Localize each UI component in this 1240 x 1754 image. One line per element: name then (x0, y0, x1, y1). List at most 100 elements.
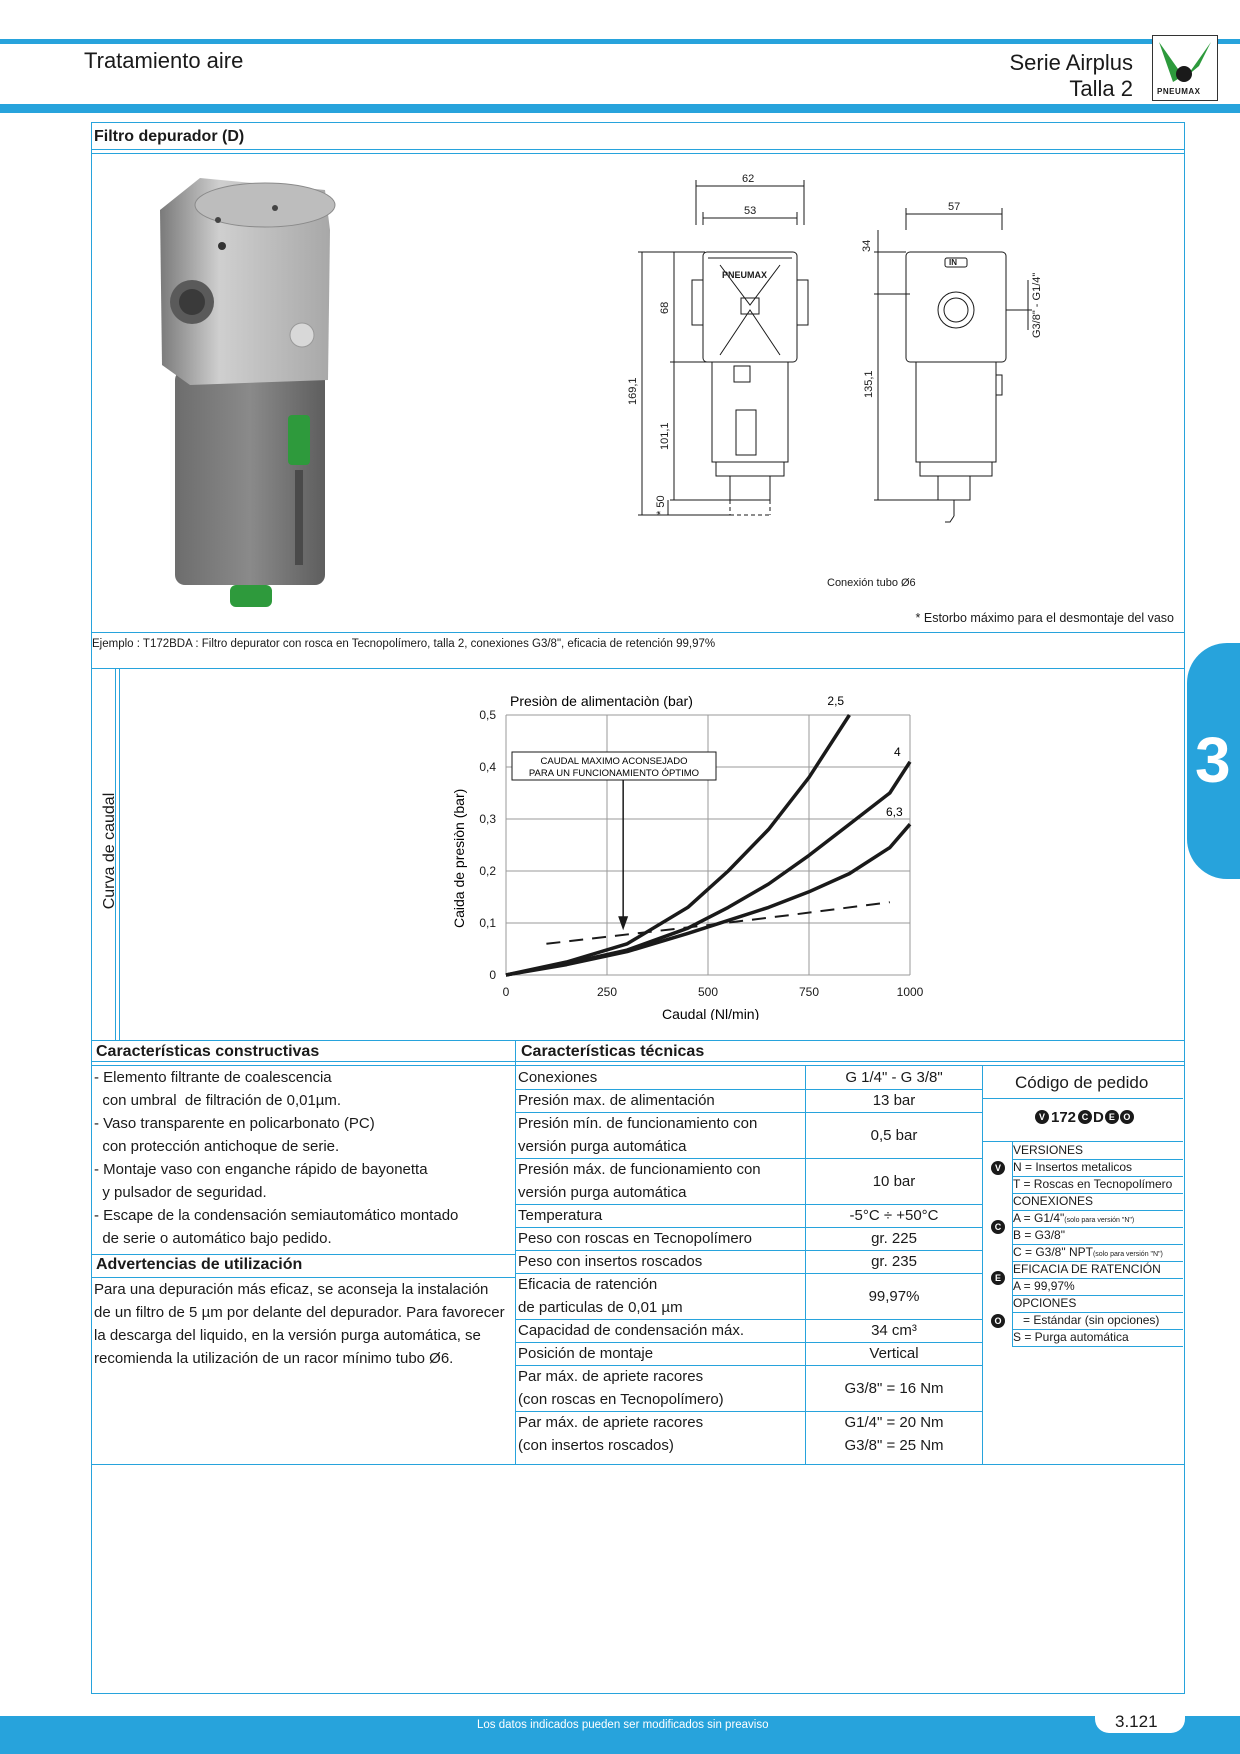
tech-row-line (516, 1089, 982, 1090)
dim-169: 169,1 (627, 377, 639, 405)
x-tick-label: 250 (597, 985, 617, 999)
curve-side-label: Curva de caudal (101, 792, 118, 910)
series-line (546, 901, 890, 945)
order-group-symbol: O (991, 1313, 1005, 1328)
header-left-title: Tratamiento aire (84, 48, 244, 73)
footer-bar (0, 1716, 1240, 1754)
series-label: 6,3 (886, 805, 903, 819)
order-item-line (1012, 1295, 1183, 1296)
order-item-line (1012, 1244, 1183, 1245)
constructive-line: de serie o automático bajo pedido. (94, 1230, 332, 1247)
series-line (505, 823, 912, 977)
dim-50: * 50 (655, 495, 667, 515)
dim-57: 57 (948, 201, 960, 213)
tech-row-label: Eficacia de ratención (518, 1276, 658, 1293)
tech-row-line (516, 1158, 982, 1159)
order-group-line (1012, 1278, 1183, 1279)
header-bottom-bar (0, 104, 1240, 113)
tech-row-label: versión purga automática (518, 1138, 687, 1155)
content-frame (91, 122, 1185, 1694)
y-tick-label: 0 (489, 968, 496, 982)
tech-row-value: G3/8" = 16 Nm (844, 1379, 944, 1397)
page-number-tab: 3.121 (1095, 1712, 1185, 1733)
in-label: IN (949, 258, 957, 267)
tech-row-label: Presión máx. de funcionamiento con (518, 1161, 761, 1178)
title-divider-a (91, 149, 1185, 150)
order-item-line (1012, 1193, 1183, 1194)
tech-row-line (516, 1250, 982, 1251)
order-group-symbol: E (991, 1271, 1005, 1285)
tech-row-line (516, 1112, 982, 1113)
tech-row-line (516, 1319, 982, 1320)
constructive-title: Características constructivas (96, 1043, 320, 1060)
example-text: Ejemplo : T172BDA : Filtro depurator con… (92, 638, 716, 650)
chart-title: Presiòn de alimentaciòn (bar) (510, 693, 693, 709)
order-item-text: = Estándar (sin opciones) (1013, 1313, 1160, 1327)
order-group-item: N = Insertos metalicos (1013, 1160, 1132, 1174)
order-item-note: (solo para versión "N") (1064, 1217, 1135, 1224)
tech-row-label: Temperatura (518, 1207, 603, 1224)
tech-row-value: -5°C ÷ +50°C (849, 1207, 939, 1224)
tech-row-value: G3/8" = 25 Nm (844, 1437, 944, 1454)
order-item-text: S = Purga automática (1013, 1330, 1129, 1344)
chart-grid (505, 714, 911, 976)
tech-row-label: Presión mín. de funcionamiento con (518, 1115, 758, 1132)
series-label: 4 (894, 745, 901, 759)
order-group-vline (1012, 1142, 1013, 1193)
tech-row-value: gr. 225 (871, 1230, 917, 1247)
order-group-vline (1012, 1295, 1013, 1346)
header-size: Talla 2 (1069, 76, 1133, 101)
warnings-line: Para una depuración más eficaz, se acons… (94, 1281, 489, 1298)
tech-row-label: Posición de montaje (518, 1345, 654, 1362)
constructive-line: con protección antichoque de serie. (94, 1138, 340, 1155)
header-series: Serie Airplus (1009, 50, 1133, 75)
example-top-line (91, 632, 1185, 633)
order-item-line (1012, 1227, 1183, 1228)
curve-bottom-line (91, 1040, 1185, 1041)
chapter-number: 3 (1195, 724, 1231, 796)
dim-34: 34 (861, 240, 873, 252)
char-title-line-a (91, 1061, 1185, 1062)
code-circle-o: O (1119, 1110, 1134, 1124)
order-group-item: A = G1/4"(solo para versión "N") (1013, 1211, 1134, 1225)
order-item-text: A = 99,97% (1013, 1279, 1075, 1293)
series-label: 2,5 (827, 694, 844, 708)
order-group-title: CONEXIONES (1013, 1194, 1094, 1208)
order-item-note: (solo para versión "N") (1092, 1251, 1163, 1258)
chart-annotation-box (511, 751, 717, 781)
footer-disclaimer: Los datos indicados pueden ser modificad… (477, 1719, 769, 1731)
chart-xlabel: Caudal (Nl/min) (662, 1006, 759, 1020)
tech-col-divider (805, 1066, 806, 1465)
dim-thread: G3/8" - G1/4" (1031, 273, 1043, 338)
constructive-line: - Vaso transparente en policarbonato (PC… (94, 1115, 375, 1132)
order-group-item: C = G3/8" NPT(solo para versión "N") (1013, 1245, 1163, 1259)
tech-row-label: Capacidad de condensación máx. (518, 1322, 744, 1339)
tech-right-border (982, 1066, 983, 1465)
curve-side-line-a (115, 668, 116, 1040)
y-tick-label: 0,2 (479, 864, 496, 878)
example-bottom-line (91, 668, 1185, 669)
order-item-line (1012, 1329, 1183, 1330)
order-group-item: T = Roscas en Tecnopolímero (1013, 1177, 1172, 1191)
chart-annotation-line1: CAUDAL MAXIMO ACONSEJADO (541, 756, 688, 767)
order-group-line (1012, 1312, 1183, 1313)
char-title-line-b (91, 1065, 1185, 1066)
tube-label: Conexión tubo Ø6 (827, 577, 916, 589)
order-item-text: T = Roscas en Tecnopolímero (1013, 1177, 1173, 1191)
pneumax-logo-text: PNEUMAX (1157, 87, 1201, 96)
order-item-text: N = Insertos metalicos (1013, 1160, 1133, 1174)
warnings-line: recomienda la utilización de un racor mí… (94, 1350, 454, 1367)
pneumax-logo-icon (1159, 42, 1211, 82)
order-group-item: = Estándar (sin opciones) (1013, 1313, 1159, 1327)
order-code-string: V 172 C D E O (1035, 1109, 1134, 1126)
char-vertical-divider (515, 1040, 516, 1465)
order-group-title: VERSIONES (1013, 1143, 1084, 1157)
constructive-line: y pulsador de seguridad. (94, 1184, 267, 1201)
order-group-vline (1012, 1261, 1013, 1295)
order-group-line (1012, 1159, 1183, 1160)
arrow-head (618, 916, 629, 931)
order-group-symbol: C (991, 1220, 1005, 1234)
tech-row-value: 13 bar (872, 1092, 916, 1109)
